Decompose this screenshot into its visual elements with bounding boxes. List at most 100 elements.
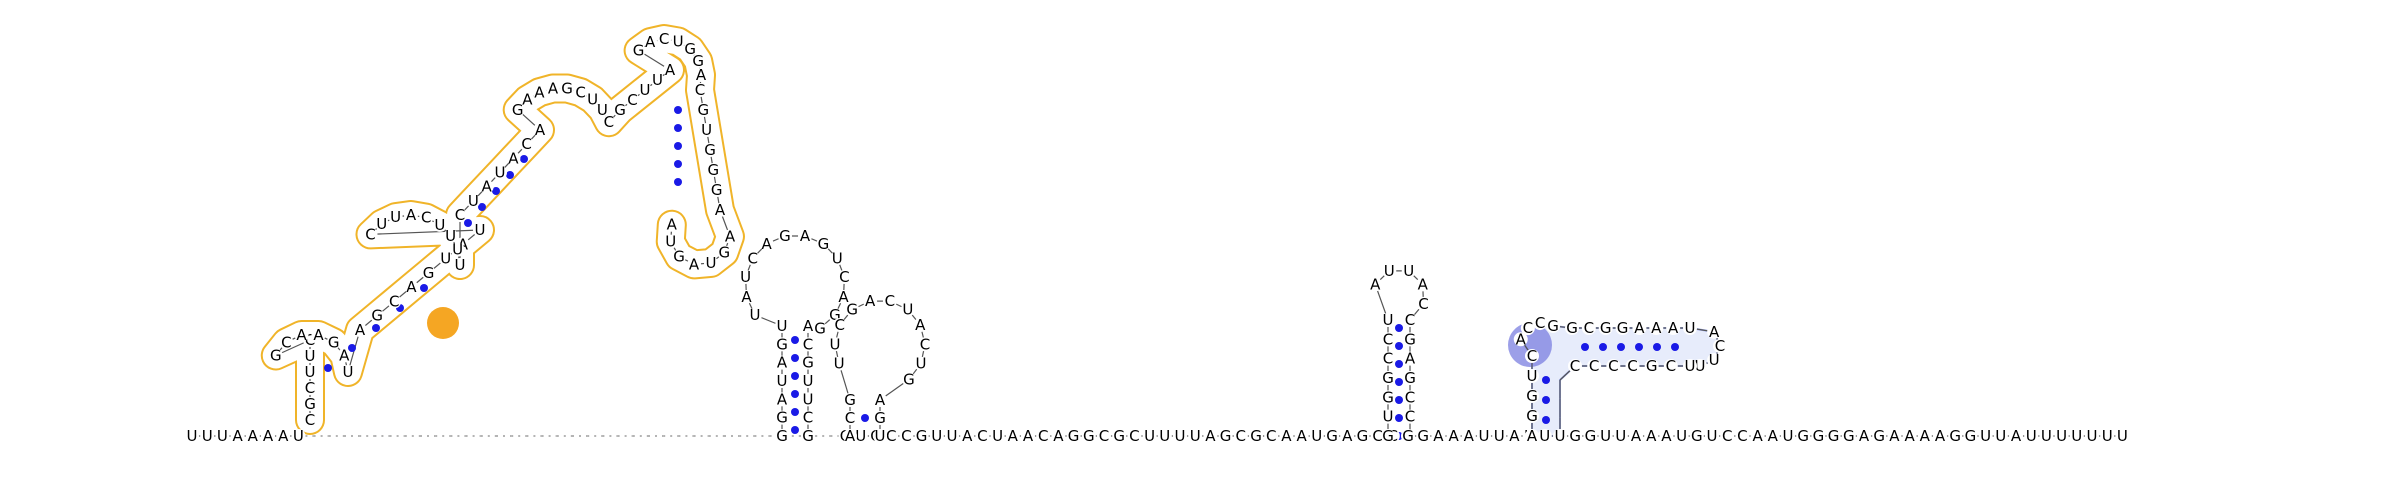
- nucleotide-bg: [813, 321, 827, 336]
- nucleotide-hairpin-left: A: [508, 149, 519, 167]
- nucleotide-hairpin-left: G: [704, 141, 716, 159]
- nucleotide-main-strand: A: [2011, 427, 2022, 445]
- base-pair-dot: [1395, 342, 1403, 350]
- nucleotide-bg: [1553, 429, 1567, 443]
- base-pair-dot: [506, 171, 514, 179]
- nucleotide-hairpin-left: U: [376, 215, 387, 233]
- base-pair-dot: [1671, 343, 1679, 351]
- nucleotide-hairpin-left: U: [673, 32, 684, 50]
- nucleotide-bg: [1705, 429, 1719, 443]
- nucleotide-bg: [913, 318, 928, 333]
- nucleotide-main-strand: G: [1113, 427, 1125, 445]
- nucleotide-bg: [777, 229, 792, 244]
- nucleotide-bg: [1568, 359, 1582, 373]
- nucleotide-bg: [1674, 429, 1689, 443]
- nucleotide-hairpin-right: G: [1404, 330, 1416, 348]
- nucleotide-bg: [1340, 429, 1355, 443]
- nucleotide-main-strand: G: [1402, 427, 1414, 445]
- nucleotide-hairpin-left: A: [406, 278, 417, 296]
- nucleotide-hairpin-left: C: [305, 379, 315, 397]
- nucleotide-bg: [775, 392, 789, 407]
- nucleotide-bg: [595, 102, 610, 117]
- nucleotide-hairpin-right: C: [1383, 330, 1393, 348]
- nucleotide-bg: [1857, 429, 1871, 443]
- nucleotide-bg: [696, 103, 711, 117]
- nucleotide-bg: [1416, 429, 1431, 443]
- highlight-layer: [260, 24, 1722, 437]
- nucleotide-bg: [1249, 429, 1263, 443]
- nucleotide-bg: [1492, 429, 1507, 443]
- nucleotide-hairpin-far: A: [1709, 323, 1720, 341]
- nucleotide-bg: [738, 269, 753, 284]
- nucleotide-bg: [801, 392, 815, 407]
- nucleotide-hairpin-left: G: [708, 161, 720, 179]
- nucleotide-main-strand: G: [1813, 427, 1825, 445]
- nucleotide-main-strand: A: [1205, 427, 1216, 445]
- nucleotide-bg: [279, 335, 294, 350]
- nucleotide-bg: [775, 355, 789, 370]
- nucleotide-hairpin-mid: C: [747, 249, 757, 267]
- nucleotide-bg: [438, 251, 453, 266]
- nucleotide-main-strand: U: [217, 427, 228, 445]
- nucleotide-bg: [1403, 371, 1417, 385]
- nucleotide-hairpin-right: A: [1418, 275, 1429, 293]
- nucleotide-hairpin-mid: G: [814, 319, 826, 337]
- nucleotide-bg: [748, 308, 763, 323]
- nucleotide-hairpin-mid2: U: [830, 335, 841, 353]
- nucleotide-hairpin-mid: A: [803, 317, 814, 335]
- nucleotide-main-strand: G: [1083, 427, 1095, 445]
- nucleotide-bg: [900, 302, 915, 317]
- nucleotide-hairpin-left: G: [711, 181, 723, 199]
- nucleotide-hairpin-left: U: [597, 101, 608, 119]
- base-pair-dot: [1542, 416, 1550, 424]
- nucleotide-bg: [801, 319, 815, 333]
- nucleotide-hairpin-right: G: [1382, 427, 1394, 445]
- nucleotide-main-strand: U: [1539, 427, 1550, 445]
- nucleotide-main-strand: G: [1220, 427, 1232, 445]
- nucleotide-hairpin-left: U: [440, 250, 451, 268]
- nucleotide-bg: [1525, 409, 1539, 423]
- base-pair-dot: [1542, 396, 1550, 404]
- nucleotide-hairpin-mid: G: [829, 306, 841, 324]
- nucleotide-bg: [1659, 429, 1674, 443]
- nucleotide-bg: [291, 429, 306, 443]
- nucleotide-main-strand: U: [1600, 427, 1611, 445]
- nucleotide-bg: [1565, 321, 1579, 335]
- nucleotide-hairpin-left: C: [365, 225, 375, 243]
- nucleotide-bg: [2039, 429, 2054, 443]
- nucleotide-bg: [1644, 359, 1659, 373]
- nucleotide-bg: [1218, 429, 1233, 443]
- nucleotide-bg: [1978, 429, 1993, 443]
- nucleotide-hairpin-left: A: [645, 33, 656, 51]
- nucleotide-bg: [929, 429, 944, 443]
- nucleotide-bg: [1112, 429, 1127, 443]
- nucleotide-main-strand: C: [901, 427, 911, 445]
- nucleotide-main-strand: U: [1995, 427, 2006, 445]
- nucleotide-hairpin-left: A: [534, 83, 545, 101]
- nucleotide-bg: [573, 85, 588, 100]
- nucleotide-hairpin-left: A: [355, 321, 366, 339]
- nucleotide-bg: [1431, 429, 1446, 443]
- nucleotide-hairpin-mid: A: [777, 390, 788, 408]
- nucleotide-bg: [443, 228, 458, 243]
- nucleotide-bg: [613, 103, 627, 117]
- nucleotide-bg: [1520, 321, 1535, 336]
- nucleotide-bg: [1233, 429, 1248, 443]
- nucleotide-bg: [388, 210, 403, 225]
- nucleotide-bg: [709, 183, 724, 197]
- nucleotide-main-strand: G: [1250, 427, 1262, 445]
- nucleotide-bg: [1707, 324, 1722, 339]
- nucleotide-main-strand: G: [1797, 427, 1809, 445]
- nucleotide-main-strand: A: [232, 427, 243, 445]
- nucleotide-main-strand: A: [1464, 427, 1475, 445]
- nucleotide-bg: [816, 236, 831, 251]
- nucleotide-main-strand: G: [1326, 427, 1338, 445]
- nucleotide-bg: [1403, 313, 1417, 327]
- nucleotide-hairpin-mid2: C: [920, 335, 930, 353]
- nucleotide-main-strand: A: [263, 427, 274, 445]
- nucleotide-bg: [960, 429, 975, 443]
- nucleotide-bg: [1707, 353, 1722, 368]
- nucleotide-bg: [1381, 371, 1395, 385]
- nucleotide-bg: [2024, 429, 2039, 443]
- nucleotide-hairpin-right: A: [1370, 275, 1381, 293]
